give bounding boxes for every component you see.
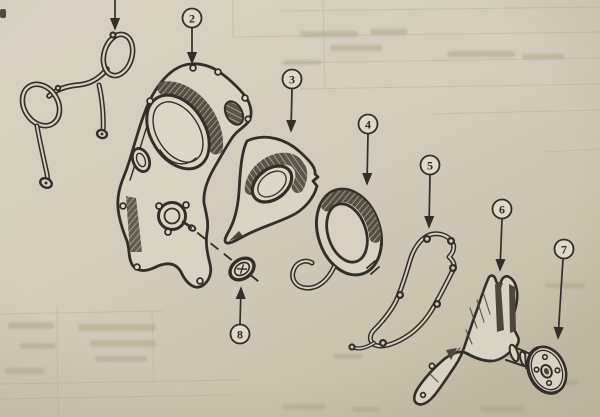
part-crankshaft-seal-drawing: [228, 256, 256, 282]
callout-6: 6: [491, 198, 513, 220]
part-timing-cover-drawing: [116, 62, 253, 289]
part-oil-seal-drawing: [290, 187, 383, 291]
callout-2-number: 2: [189, 12, 195, 26]
callout-4: 4: [357, 113, 379, 135]
part-oil-baffle-plate-drawing: [223, 135, 320, 245]
leader-line-7: [553, 258, 564, 340]
leader-lines: [186, 28, 564, 340]
callout-6-number: 6: [499, 203, 505, 217]
leader-line-8: [235, 286, 246, 325]
callout-3-number: 3: [289, 73, 295, 87]
callout-4-number: 4: [365, 118, 371, 132]
callout-8: 8: [229, 323, 251, 345]
leader-line-5: [424, 174, 435, 229]
callout-5-number: 5: [427, 159, 433, 173]
part-water-pump-gasket-drawing: [348, 231, 457, 351]
part-pulley-hub-drawing: [526, 345, 568, 395]
callout-8-number: 8: [237, 328, 243, 342]
leader-line-4: [362, 133, 373, 186]
scan-edge-mark: [0, 9, 6, 18]
callout-2: 2: [181, 7, 203, 29]
part-timing-cover-gasket-drawing: [19, 31, 136, 190]
callout-3: 3: [281, 68, 303, 90]
callout-5: 5: [419, 154, 441, 176]
leader-line-6: [495, 218, 506, 272]
callout-7: 7: [553, 238, 575, 260]
callout-7-number: 7: [561, 243, 567, 257]
leader-line-3: [286, 88, 297, 133]
